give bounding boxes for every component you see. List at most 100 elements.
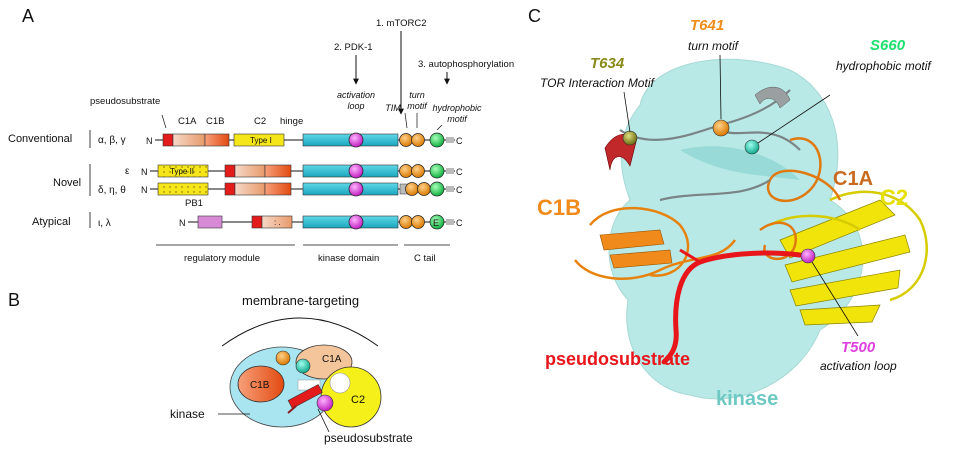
s660-sphere xyxy=(744,139,760,155)
class-atypical: Atypical xyxy=(32,216,71,228)
activation-loop-sphere xyxy=(316,394,334,412)
c-tail-end xyxy=(446,168,454,174)
c-tail-label: C tail xyxy=(414,253,436,264)
activation-loop-site xyxy=(348,132,364,148)
t500-sphere xyxy=(800,248,816,264)
c1a-domain xyxy=(234,164,266,178)
c2-blob-label: C2 xyxy=(351,394,365,406)
turn-site xyxy=(411,164,425,178)
isoforms-conventional: α, β, γ xyxy=(98,135,126,146)
hydrophobic-site xyxy=(429,132,445,148)
c2-pocket xyxy=(329,372,351,394)
s660-leader xyxy=(757,94,831,144)
mtorc2-label: 1. mTORC2 xyxy=(376,18,427,29)
isoforms-novel-1: ε xyxy=(125,166,130,177)
turn-site xyxy=(411,215,425,229)
row-atypical: PB1 N : . E C xyxy=(179,198,463,230)
t634-label: T634 xyxy=(590,55,625,72)
turn-motif-label-2: motif xyxy=(407,101,428,111)
pseudosubstrate-domain xyxy=(224,164,236,178)
tim-site xyxy=(399,133,413,147)
c2-domain xyxy=(233,133,285,147)
t500-leader xyxy=(811,261,859,337)
c1b-blob-label: C1B xyxy=(250,380,270,391)
pseudosubstrate-branch xyxy=(679,248,701,264)
e-site-label: E xyxy=(433,218,439,228)
c-tail-end xyxy=(446,219,454,225)
pseudosubstrate-strand xyxy=(661,250,803,365)
tim-site xyxy=(399,215,413,229)
activation-loop-label-2: loop xyxy=(347,101,364,111)
activation-loop-site xyxy=(348,163,364,179)
n-terminus: N xyxy=(141,167,148,177)
row-novel-1: N Type II C xyxy=(141,163,463,179)
panel-a: A 1. mTORC2 2. PDK-1 3. autophosphorylat… xyxy=(8,6,514,264)
n-terminus: N xyxy=(141,185,148,195)
c-tail-end xyxy=(446,186,454,192)
c1a-blob-label: C1A xyxy=(322,354,342,365)
turn-site xyxy=(411,133,425,147)
membrane-arc xyxy=(221,317,379,347)
t634-desc: TOR Interaction Motif xyxy=(540,76,655,90)
s660-desc: hydrophobic motif xyxy=(836,59,932,73)
kinase-cartoon-label: kinase xyxy=(716,388,778,410)
tim-site xyxy=(399,164,413,178)
c-tail-end xyxy=(446,137,454,143)
activation-loop-site xyxy=(348,214,364,230)
t634-sphere xyxy=(622,130,638,146)
c-terminus: C xyxy=(456,185,463,195)
panel-c-label: C xyxy=(528,6,541,26)
turn-site xyxy=(417,182,431,196)
activation-loop-label-1: activation xyxy=(337,90,375,100)
c1b-domain-cartoon xyxy=(574,206,737,280)
c1a-label: C1A xyxy=(178,116,197,127)
c-terminus: C xyxy=(456,218,463,228)
pseudosubstrate-leader xyxy=(161,114,167,129)
c1a-cartoon-label: C1A xyxy=(833,168,873,190)
c2-type-label: Type I xyxy=(250,136,272,145)
class-novel: Novel xyxy=(53,177,81,189)
t500-desc: activation loop xyxy=(820,359,897,373)
c1b-domain xyxy=(264,182,292,196)
t641-leader xyxy=(719,54,722,120)
pseudosubstrate-blob-label: pseudosubstrate xyxy=(324,431,413,445)
kinase-domain-label: kinase domain xyxy=(318,253,379,264)
c1a-domain-cartoon xyxy=(759,137,842,261)
isoforms-novel-2: δ, η, θ xyxy=(98,185,126,196)
c2-domain-cartoon xyxy=(769,190,928,326)
hydrophobic-site-sphere xyxy=(295,358,311,374)
t641-label: T641 xyxy=(690,17,724,34)
c1b-blob xyxy=(237,365,285,403)
isoforms-atypical: ι, λ xyxy=(98,218,111,229)
autophos-label: 3. autophosphorylation xyxy=(418,59,514,70)
membrane-targeting-label: membrane-targeting xyxy=(242,293,359,308)
turn-site-sphere xyxy=(275,350,291,366)
pseudosubstrate-leader xyxy=(317,408,330,433)
t500-label: T500 xyxy=(841,339,876,356)
row-conventional: N Type I C xyxy=(146,132,463,148)
hydro-leader xyxy=(436,124,443,131)
activation-loop-site xyxy=(348,181,364,197)
kinase-surface xyxy=(608,58,864,400)
t641-desc: turn motif xyxy=(688,39,740,53)
c2-type-label: Type II xyxy=(170,167,194,176)
c2-dot-pattern xyxy=(158,183,208,195)
pb1-domain xyxy=(197,215,223,229)
kinase-surface-shade xyxy=(680,146,800,180)
c1b-domain xyxy=(264,164,292,178)
c1a-domain xyxy=(234,182,266,196)
c1b-label: C1B xyxy=(206,116,224,127)
hydrophobic-site xyxy=(429,163,445,179)
n-terminus: N xyxy=(146,136,153,146)
tim-site xyxy=(405,182,419,196)
hydrophobic-motif-label-2: motif xyxy=(447,114,468,124)
t634-leader xyxy=(623,91,631,133)
t641-sphere xyxy=(712,119,730,137)
pseudosubstrate-cylinder xyxy=(287,384,323,409)
c1-dots: : . xyxy=(274,218,281,227)
pseudosubstrate-tail xyxy=(287,405,297,414)
pseudosubstrate-label: pseudosubstrate xyxy=(90,96,160,107)
n-terminus: N xyxy=(179,218,186,228)
c2-label: C2 xyxy=(254,116,266,127)
panel-c: C xyxy=(528,6,932,410)
